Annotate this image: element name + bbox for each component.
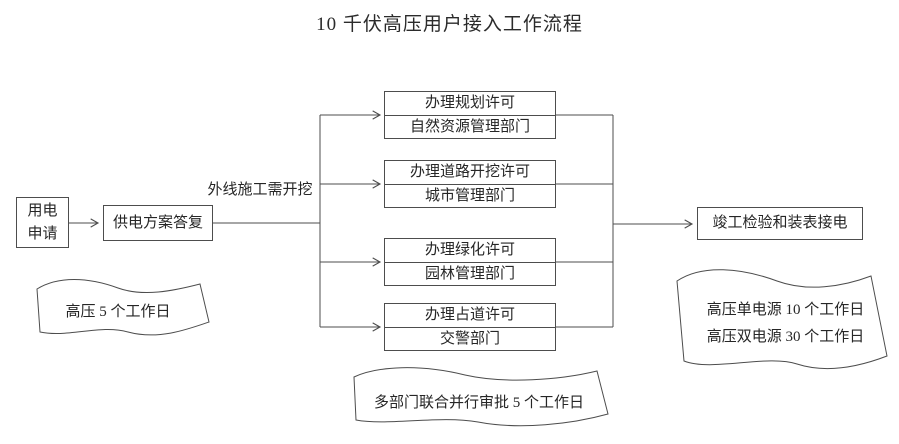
permit-name: 办理绿化许可 xyxy=(385,239,555,263)
node-permit-greening: 办理绿化许可 园林管理部门 xyxy=(384,238,556,286)
node-application: 用电 申请 xyxy=(16,197,69,248)
permit-department: 城市管理部门 xyxy=(424,188,515,204)
permit-name: 办理道路开挖许可 xyxy=(385,161,555,185)
banner-shape-parallel-approval xyxy=(353,367,609,427)
permit-department: 交警部门 xyxy=(439,331,500,347)
permit-department: 园林管理部门 xyxy=(424,266,515,282)
note-reply-duration: 高压 5 个工作日 xyxy=(65,304,171,320)
permit-department: 自然资源管理部门 xyxy=(409,119,530,135)
note-completion-durations: 高压单电源 10 个工作日 高压双电源 30 个工作日 xyxy=(693,297,878,351)
permit-name: 办理占道许可 xyxy=(385,304,555,328)
note-double-source-duration: 高压双电源 30 个工作日 xyxy=(706,329,865,345)
node-permit-planning: 办理规划许可 自然资源管理部门 xyxy=(384,91,556,139)
banner-shape-reply-duration xyxy=(36,279,210,336)
node-application-line2: 申请 xyxy=(27,226,58,242)
node-completion: 竣工检验和装表接电 xyxy=(697,207,863,240)
node-application-line1: 用电 xyxy=(27,203,58,219)
permit-name: 办理规划许可 xyxy=(385,92,555,116)
note-single-source-duration: 高压单电源 10 个工作日 xyxy=(706,302,865,318)
banner-shape-completion-durations xyxy=(676,269,888,370)
node-permit-road-excavation: 办理道路开挖许可 城市管理部门 xyxy=(384,160,556,208)
page-title: 10 千伏高压用户接入工作流程 xyxy=(316,14,583,35)
node-permit-road-occupation: 办理占道许可 交警部门 xyxy=(384,303,556,351)
branch-condition-label: 外线施工需开挖 xyxy=(207,182,313,198)
node-supply-reply: 供电方案答复 xyxy=(103,205,213,241)
note-parallel-approval: 多部门联合并行审批 5 个工作日 xyxy=(373,395,584,411)
